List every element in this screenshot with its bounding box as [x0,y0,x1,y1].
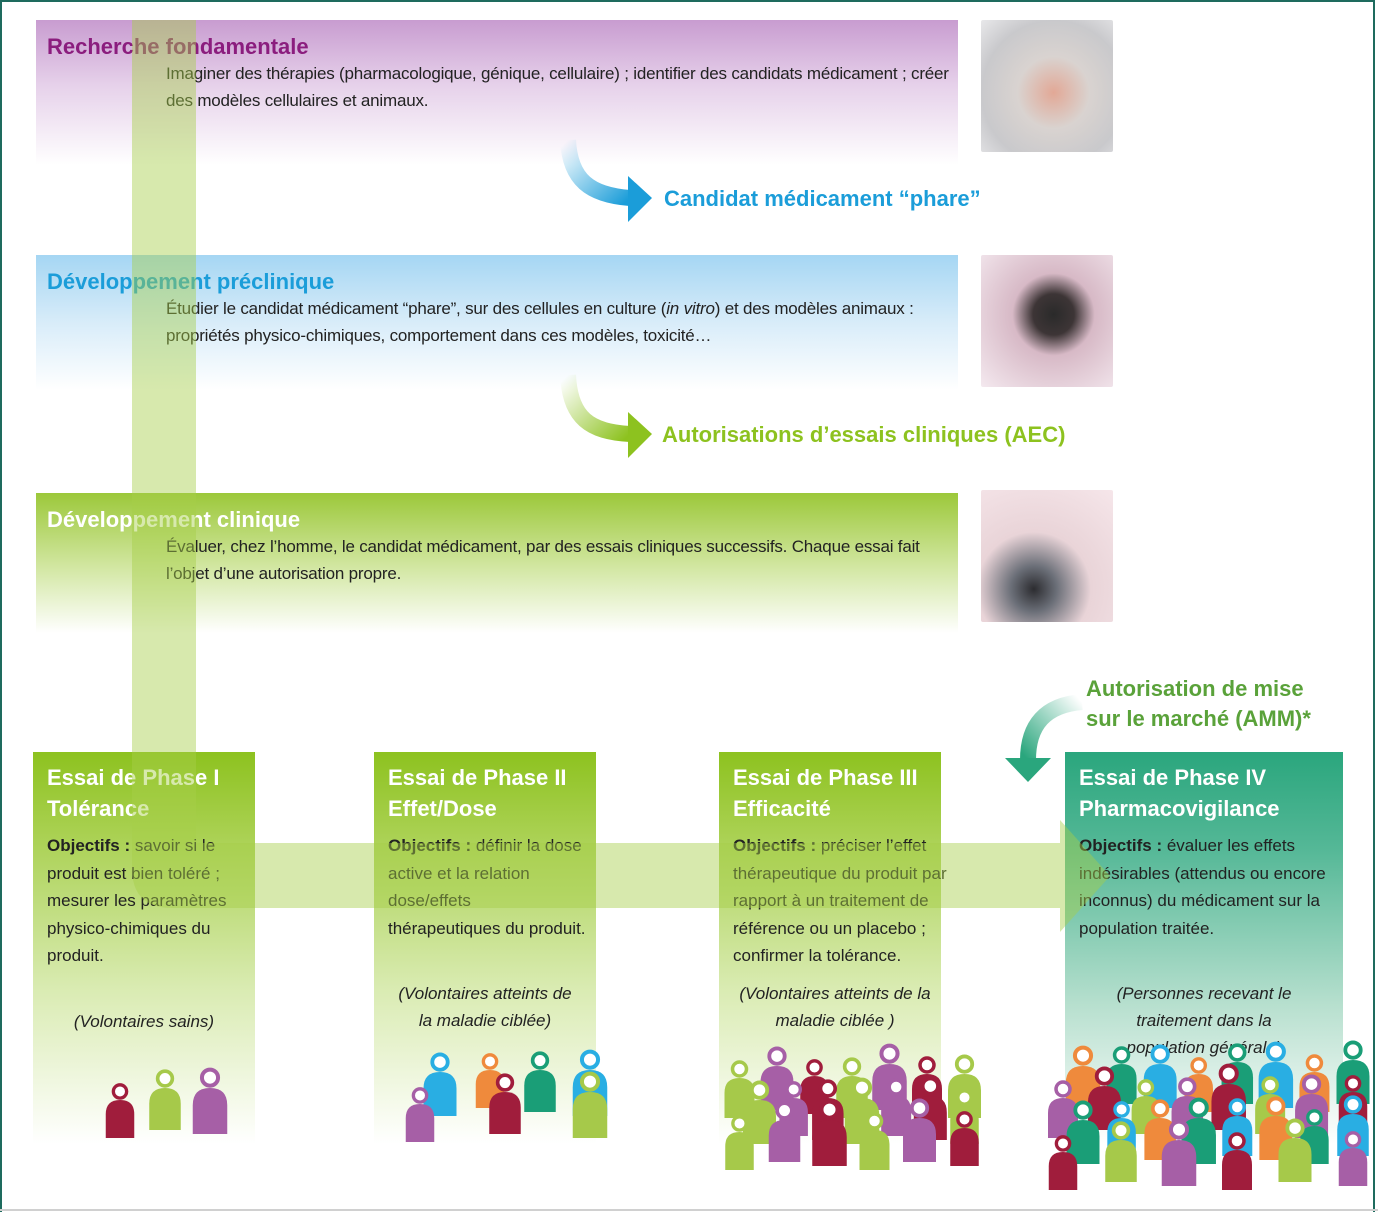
stage-title: Développement préclinique [47,269,335,294]
person-icon [743,1080,776,1144]
lab-mouse-photo [981,255,1113,387]
phase-population-note: (Volontaires sains) [73,1012,215,1031]
person-icon [149,1069,181,1130]
phase-title: Essai de Phase III Efficacité [733,762,918,824]
objectives-label: Objectifs : [388,836,472,855]
person-icon [524,1051,556,1112]
person-icon [1278,1118,1312,1182]
stage-description: Imaginer des thérapies (pharmacologique,… [166,64,949,110]
person-icon [725,1115,754,1170]
phase-title-line: Essai de Phase IV [1079,765,1267,790]
phase-population-note: (Volontaires atteints de la maladie cibl… [739,984,931,1030]
stage-fundamental-research: Recherche fondamentale Imaginer des thér… [36,20,958,165]
candidate-arrow [560,139,631,206]
aec-arrowhead [628,412,652,458]
stage-description: Évaluer, chez l’homme, le candidat médic… [166,537,920,583]
phase-1-column: Essai de Phase I Tolérance Objectifs : sa… [33,752,255,1144]
phase-subtitle-line: Efficacité [733,796,831,821]
person-icon [1048,1135,1078,1190]
phase-subtitle-line: Tolérance [47,796,150,821]
objectives-label: Objectifs : [47,836,131,855]
phase-subtitle-line: Pharmacovigilance [1079,796,1280,821]
phase-objectives: Objectifs : préciser l’effet thérapeutiq… [733,832,983,970]
person-icon [859,1112,890,1170]
person-icon [881,1078,912,1136]
phase-objectives: Objectifs : savoir si le produit est bie… [47,832,247,970]
phase-objectives: Objectifs : évaluer les effets indésirab… [1079,832,1339,942]
phase-objectives: Objectifs : définir la dose active et la… [388,832,588,942]
bottom-rule [0,1209,1378,1211]
person-icon [1161,1119,1197,1186]
text-segment: ) et des modèles animaux : propriétés ph… [166,299,914,345]
phase-title-line: Essai de Phase III [733,765,918,790]
lab-gloves-photo [981,20,1113,152]
amm-arrowhead [1005,758,1051,782]
milestone-aec: Autorisations d’essais cliniques (AEC) [662,422,1066,447]
phase-title-line: Essai de Phase I [47,765,220,790]
stage-title: Développement clinique [47,507,301,532]
person-icon [1338,1131,1368,1186]
person-icon [1066,1100,1100,1164]
phase-title: Essai de Phase IV Pharmacovigilance [1079,762,1280,824]
person-icon [903,1098,936,1162]
person-icon [950,1111,979,1166]
person-icon [1105,1121,1137,1182]
milestone-amm: Autorisation de mise sur le marché (AMM)* [1086,674,1376,734]
phase-population-note: (Volontaires atteints de la maladie cibl… [398,984,572,1030]
amm-arrow [1020,694,1083,761]
phase-3-column: Essai de Phase III Efficacité Objectifs :… [719,752,947,1144]
phase-title: Essai de Phase II Effet/Dose [388,762,567,824]
person-icon [489,1073,521,1134]
objectives-text: définir la dose active et la relation do… [388,836,586,938]
person-icon [1087,1066,1121,1130]
objectives-label: Objectifs : [733,836,817,855]
person-icon [405,1087,435,1142]
stage-description: Étudier le candidat médicament “phare”, … [166,295,956,349]
objectives-text: préciser l’effet thérapeutique du produi… [733,836,947,965]
person-icon [768,1101,801,1162]
phase-title-line: Essai de Phase II [388,765,567,790]
person-icon [192,1067,228,1134]
milestone-amm-line: Autorisation de mise [1086,676,1304,701]
candidate-arrowhead [628,176,652,222]
objectives-label: Objectifs : [1079,836,1163,855]
person-icon [1222,1132,1252,1190]
stage-preclinical-development: Développement préclinique Étudier le can… [36,255,958,390]
stage-clinical-development: Développement clinique Évaluer, chez l’h… [36,493,958,633]
objectives-text: évaluer les effets indésirables (attendu… [1079,836,1326,938]
stethoscope-photo [981,490,1113,622]
stage-title: Recherche fondamentale [47,34,309,59]
milestone-amm-line: sur le marché (AMM)* [1086,706,1311,731]
person-icon [724,1060,755,1118]
aec-arrow [560,374,631,442]
phase-title: Essai de Phase I Tolérance [47,762,219,824]
person-icon [423,1052,457,1116]
text-segment: Étudier le candidat médicament “phare”, … [166,299,667,318]
person-icon [105,1083,135,1138]
phase-subtitle-line: Effet/Dose [388,796,497,821]
text-italic-segment: in vitro [666,299,715,318]
person-icon [812,1099,847,1166]
objectives-text: savoir si le produit est bien toléré ; m… [47,836,227,965]
milestone-candidate: Candidat médicament “phare” [664,186,981,211]
person-icon [760,1046,794,1110]
person-icon [572,1071,608,1138]
